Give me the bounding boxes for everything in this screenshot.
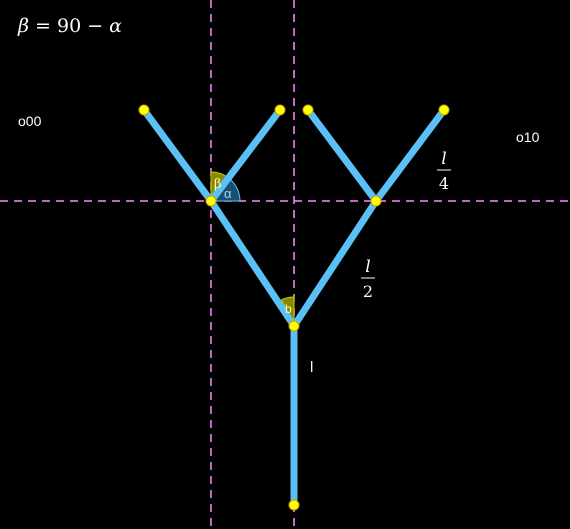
node-fork[interactable] — [288, 320, 300, 332]
node-leaf-4[interactable] — [438, 104, 450, 116]
fraction-quarter-numerator: l — [441, 149, 446, 169]
branch-right-main — [290, 197, 380, 330]
branches — [140, 106, 448, 509]
formula: β = 90 − α — [17, 15, 122, 37]
trunk-label: l — [310, 359, 313, 376]
fraction-quarter-denominator: 4 — [439, 174, 449, 193]
branch-left-outer — [140, 106, 215, 205]
angle-alpha-label: α — [224, 186, 232, 201]
fraction-quarter: l 4 — [437, 149, 451, 193]
nodes — [138, 104, 450, 511]
branch-right-outer — [372, 106, 448, 205]
node-label-left: o00 — [18, 113, 42, 129]
node-right-fork[interactable] — [370, 195, 382, 207]
formula-lhs: β — [17, 15, 29, 37]
formula-rhs: α — [109, 15, 122, 37]
node-leaf-1[interactable] — [138, 104, 150, 116]
angle-b-label: b — [285, 302, 292, 316]
node-label-right: o10 — [516, 129, 540, 145]
fraction-half-numerator: l — [365, 257, 370, 277]
fraction-half-denominator: 2 — [363, 282, 373, 301]
branch-left-main — [207, 197, 298, 330]
node-root[interactable] — [288, 499, 300, 511]
formula-op: = 90 − — [29, 15, 109, 37]
angle-beta-label: β — [214, 177, 222, 192]
branch-right-inner — [304, 106, 380, 205]
node-leaf-3[interactable] — [302, 104, 314, 116]
node-left-fork[interactable] — [205, 195, 217, 207]
node-leaf-2[interactable] — [274, 104, 286, 116]
branch-left-inner — [207, 106, 284, 205]
fraction-half: l 2 — [361, 257, 375, 301]
